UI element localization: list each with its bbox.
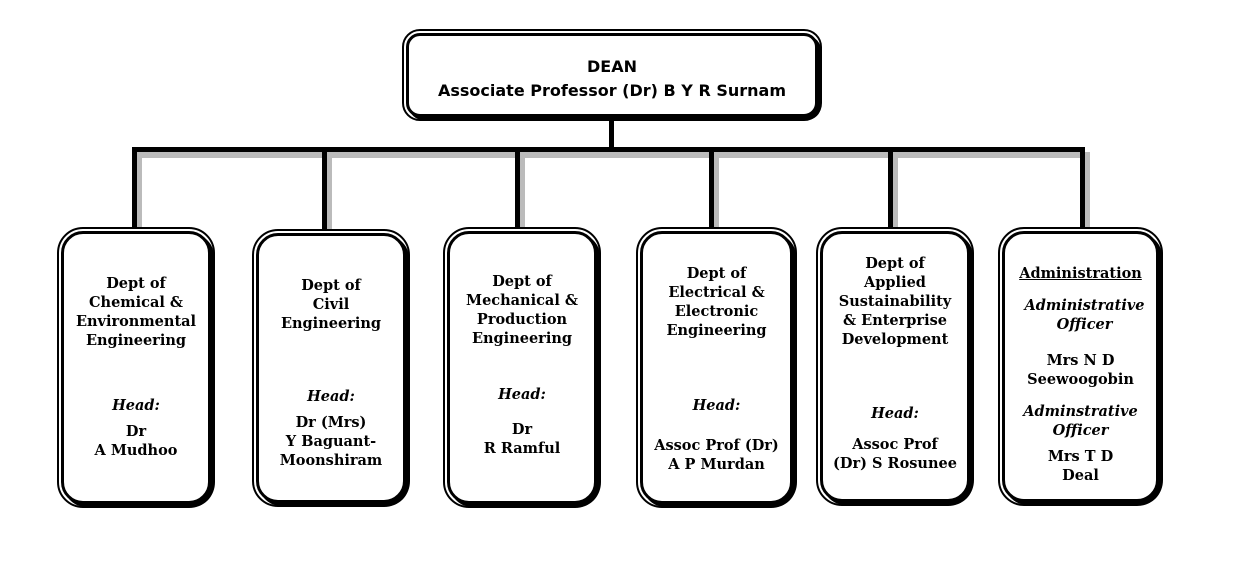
head-name: Dr (Mrs) Y Baguant- Moonshiram <box>279 414 383 469</box>
head-name: Assoc Prof (Dr) A P Murdan <box>654 437 779 473</box>
head-label: Head: <box>871 405 919 422</box>
dept-mechanical-production-box: Dept of Mechanical & Production Engineer… <box>443 227 601 508</box>
head-name: Assoc Prof (Dr) S Rosunee <box>833 436 957 472</box>
administration-title: Administration <box>1019 265 1142 282</box>
dean-title: DEAN <box>587 57 637 76</box>
dean-connector <box>609 117 614 151</box>
head-name: Dr R Ramful <box>483 421 561 457</box>
head-label: Head: <box>112 397 160 414</box>
drop-connector-civil <box>322 147 327 231</box>
dept-name: Dept of Civil Engineering <box>280 277 382 332</box>
horizontal-connector-shadow <box>132 152 1085 158</box>
horizontal-connector <box>132 147 1085 152</box>
officer-role: Administrative Officer <box>1024 297 1145 333</box>
drop-connector-mechanical <box>515 147 520 229</box>
head-label: Head: <box>498 386 546 403</box>
dean-box: DEAN Associate Professor (Dr) B Y R Surn… <box>402 29 822 121</box>
head-label: Head: <box>307 388 355 405</box>
drop-connectors <box>132 147 1090 231</box>
officer-role: Adminstrative Officer <box>1023 403 1138 439</box>
dept-electrical-electronic-box: Dept of Electrical & Electronic Engineer… <box>636 227 797 508</box>
head-label: Head: <box>692 397 741 414</box>
drop-connector-electrical <box>709 147 714 229</box>
dept-civil-box: Dept of Civil Engineering Head: Dr (Mrs)… <box>252 229 410 507</box>
drop-connector-sustainability <box>888 147 893 229</box>
dept-name: Dept of Electrical & Electronic Engineer… <box>666 265 767 339</box>
administration-box: Administration Administrative Officer Mr… <box>998 227 1163 506</box>
dean-name: Associate Professor (Dr) B Y R Surnam <box>437 81 787 100</box>
dept-name: Dept of Mechanical & Production Engineer… <box>466 273 578 347</box>
drop-connector-chemical <box>132 147 137 229</box>
dept-name: Dept of Chemical & Environmental Enginee… <box>75 275 197 349</box>
officer-name: Mrs N D Seewoogobin <box>1027 352 1134 388</box>
dept-chemical-environmental-box: Dept of Chemical & Environmental Enginee… <box>57 227 215 508</box>
head-name: Dr A Mudhoo <box>94 423 178 459</box>
officer-name: Mrs T D Deal <box>1047 448 1114 484</box>
drop-connector-administration <box>1080 147 1085 229</box>
dept-applied-sustainability-box: Dept of Applied Sustainability & Enterpr… <box>816 227 974 506</box>
dept-name: Dept of Applied Sustainability & Enterpr… <box>838 255 952 348</box>
